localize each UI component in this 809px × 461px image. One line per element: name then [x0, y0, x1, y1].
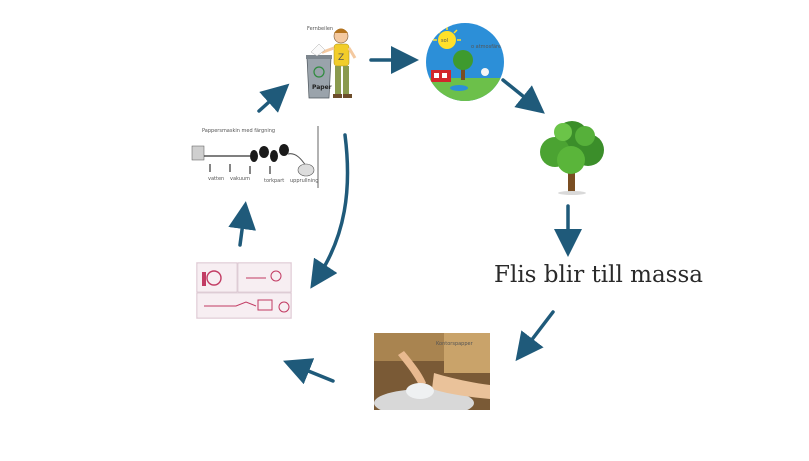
bin-label: Paper: [312, 84, 332, 91]
arrow-photo-to-process: [283, 358, 335, 385]
svg-text:upprullning: upprullning: [290, 178, 318, 184]
arrow-label-to-photo: [515, 310, 555, 362]
arrow-machine-to-person: [257, 83, 290, 113]
svg-text:Kontorspapper: Kontorspapper: [436, 341, 474, 347]
step-label-chips-to-pulp: Flis blir till massa: [494, 262, 703, 288]
person-recycling-paper-icon: Fernbeilen Z Paper: [303, 22, 365, 102]
arrow-sun-to-tree: [501, 78, 545, 114]
svg-text:o atmosfären: o atmosfären: [471, 44, 504, 50]
arrow-process-to-machine: [228, 201, 257, 247]
svg-text:sol: sol: [441, 38, 448, 44]
hands-pulp-photo-icon: Kontorspapper: [374, 333, 490, 410]
svg-text:torkpart: torkpart: [264, 178, 284, 184]
arrow-curved-to-process: [310, 133, 350, 289]
svg-text:vatten: vatten: [208, 176, 224, 182]
svg-text:Pappersmaskin med färgning: Pappersmaskin med färgning: [202, 128, 275, 134]
paper-machine-sketch-icon: Pappersmaskin med färgning vatten vakuum…: [190, 126, 321, 188]
tree-icon: [540, 121, 604, 195]
svg-text:vakuum: vakuum: [230, 176, 250, 182]
svg-text:Fernbeilen: Fernbeilen: [307, 26, 333, 32]
pulp-process-diagram-icon: [196, 262, 292, 319]
sun-tree-cycle-icon: o atmosfären sol: [426, 23, 504, 101]
svg-text:Z: Z: [338, 53, 344, 63]
